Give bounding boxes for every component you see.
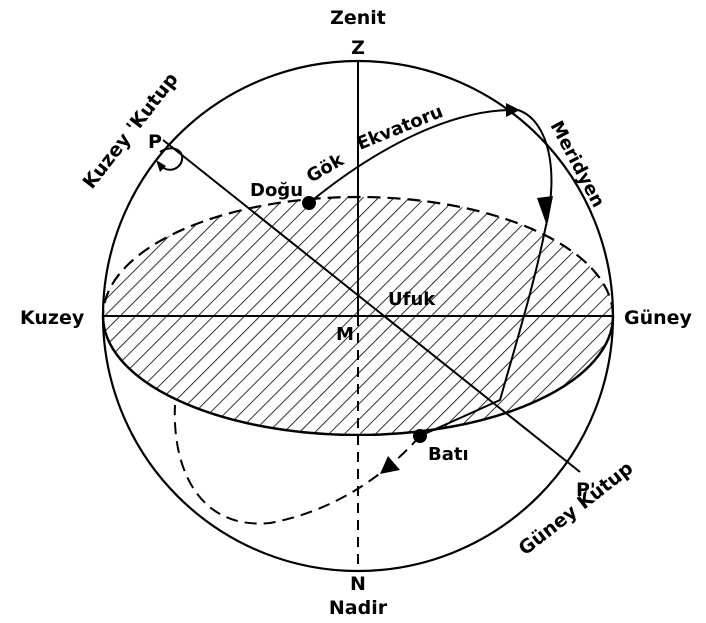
z-label: Z <box>351 37 365 59</box>
guney-label: Güney <box>624 307 693 329</box>
hidden-path-arrowhead-icon <box>380 456 400 474</box>
kuzey-kutup-label: Kuzey 'Kutup <box>79 69 183 194</box>
bati-point <box>413 429 427 443</box>
meridyen-label: Meridyen <box>546 117 609 211</box>
m-label: M <box>336 324 354 345</box>
kuzey-label: Kuzey <box>20 307 85 329</box>
rotation-arrowhead-icon <box>156 160 166 172</box>
p-label: P <box>148 131 162 153</box>
nadir-label: Nadir <box>329 597 388 619</box>
dogu-label: Doğu <box>250 180 303 201</box>
bati-label: Batı <box>428 444 469 465</box>
n-label: N <box>350 573 366 595</box>
zenit-label: Zenit <box>330 7 386 29</box>
ufuk-label: Ufuk <box>388 289 436 310</box>
guney-kutup-label: Güney Kutup <box>515 457 638 560</box>
gok-label: Gök <box>303 149 348 187</box>
dogu-point <box>302 196 316 210</box>
daily-path-arrowhead-icon <box>537 196 553 226</box>
